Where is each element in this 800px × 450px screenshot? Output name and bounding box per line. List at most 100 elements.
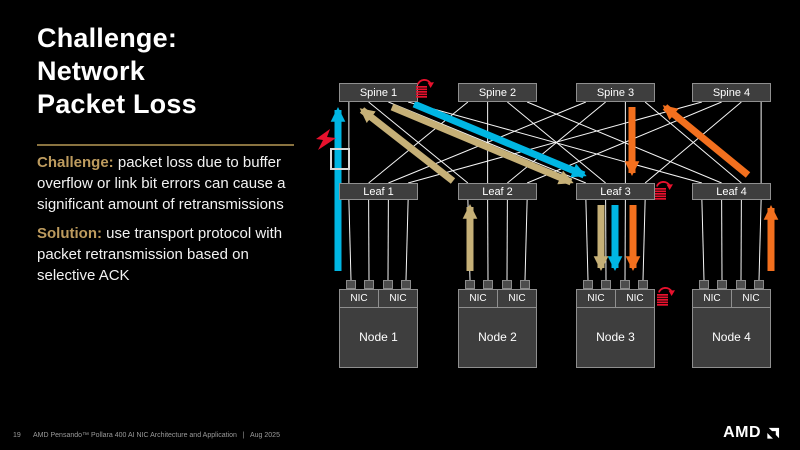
nic-port-tabs xyxy=(339,280,418,289)
leaf-nic-link xyxy=(701,199,705,281)
nic-port-tabs xyxy=(458,280,537,289)
spine-leaf-link xyxy=(526,101,722,184)
nic-port-tab xyxy=(401,280,411,289)
nic-cell: NIC xyxy=(459,290,498,307)
nic-port-tab xyxy=(620,280,630,289)
nic-port-tab xyxy=(364,280,374,289)
leaf-label: Leaf 1 xyxy=(363,185,394,198)
nic-port-tabs xyxy=(692,280,771,289)
nic-port-tab xyxy=(520,280,530,289)
challenge-paragraph: Challenge: packet loss due to buffer ove… xyxy=(37,152,309,215)
tan-flow-arrow xyxy=(359,107,456,184)
spine-label: Spine 2 xyxy=(478,86,517,99)
nic-cell: NIC xyxy=(577,290,616,307)
nic-cell: NIC xyxy=(693,290,732,307)
nic-cell: NIC xyxy=(389,293,407,304)
packet-retransmit-icon xyxy=(655,181,673,200)
spine-leaf-link xyxy=(368,101,469,184)
node-body: NIC NIC Node 4 xyxy=(692,289,771,368)
node-2-box: NIC NIC Node 2 xyxy=(458,280,537,368)
spine-leaf-link xyxy=(407,101,703,184)
nic-port-tab xyxy=(754,280,764,289)
page-title: Challenge: Network Packet Loss xyxy=(37,22,197,121)
solution-text: use transport protocol with packet retra… xyxy=(37,225,283,284)
title-line: Network xyxy=(37,56,145,86)
spine-leaf-link xyxy=(388,101,587,184)
title-line: Packet Loss xyxy=(37,89,197,119)
nic-port-tab xyxy=(699,280,709,289)
node-label: Node 3 xyxy=(596,330,635,344)
nic-cell: NIC xyxy=(742,293,760,304)
title-separator xyxy=(37,144,294,146)
leaf-nic-link xyxy=(348,199,352,281)
node-label: Node 2 xyxy=(478,330,517,344)
node-label: Node 1 xyxy=(359,330,398,344)
leaf-nic-link xyxy=(642,199,646,281)
spine-leaf-link xyxy=(507,101,606,184)
leaf-nic-link xyxy=(524,199,528,281)
challenge-label: Challenge: xyxy=(37,154,114,171)
spine-leaf-link xyxy=(388,101,587,184)
spine-label: Spine 3 xyxy=(596,86,635,99)
leaf-2-box: Leaf 2 xyxy=(458,183,537,200)
spine-leaf-link xyxy=(526,101,722,184)
spine-label: Spine 4 xyxy=(712,86,751,99)
nic-cell: NIC xyxy=(626,293,644,304)
node-1-box: NIC NIC Node 1 xyxy=(339,280,418,368)
leaf-nic-link xyxy=(758,199,762,281)
spine-2-box: Spine 2 xyxy=(458,83,537,102)
leaf-nic-link xyxy=(467,199,471,281)
leaf-4-box: Leaf 4 xyxy=(692,183,771,200)
nic-port-tab xyxy=(502,280,512,289)
nic-port-tab xyxy=(736,280,746,289)
nic-port-tab xyxy=(383,280,393,289)
packet-retransmit-icon xyxy=(657,287,675,306)
nic-port-tab xyxy=(483,280,493,289)
tan-flow-arrow xyxy=(390,103,574,186)
nic-port-tabs xyxy=(576,280,655,289)
amd-logo: AMD xyxy=(723,425,780,441)
amd-logo-text: AMD xyxy=(723,424,761,441)
nic-cell: NIC xyxy=(508,293,526,304)
nic-port-tab xyxy=(346,280,356,289)
node-body: NIC NIC Node 3 xyxy=(576,289,655,368)
leaf-1-box: Leaf 1 xyxy=(339,183,418,200)
solution-paragraph: Solution: use transport protocol with pa… xyxy=(37,223,309,286)
spine-leaf-link xyxy=(507,101,606,184)
spine-label: Spine 1 xyxy=(359,86,398,99)
amd-arrow-logo-icon xyxy=(767,427,780,439)
nic-port-tab xyxy=(638,280,648,289)
title-line: Challenge: xyxy=(37,23,178,53)
spine-3-box: Spine 3 xyxy=(576,83,655,102)
spine-leaf-link xyxy=(407,101,703,184)
leaf-label: Leaf 2 xyxy=(482,185,513,198)
packet-retransmit-icon xyxy=(416,79,434,98)
nic-port-tab xyxy=(717,280,727,289)
leaf-nic-link xyxy=(405,199,409,281)
cyan-flow-arrow xyxy=(412,100,587,179)
leaf-3-box: Leaf 3 xyxy=(576,183,655,200)
spine-leaf-link xyxy=(644,101,742,184)
spine-1-box: Spine 1 xyxy=(339,83,418,102)
node-body: NIC NIC Node 2 xyxy=(458,289,537,368)
node-body: NIC NIC Node 1 xyxy=(339,289,418,368)
nic-cell: NIC xyxy=(340,290,379,307)
footer-page-number: 19 xyxy=(13,432,21,439)
orange-flow-arrow xyxy=(662,104,751,178)
leaf-label: Leaf 3 xyxy=(600,185,631,198)
footer-text: AMD Pensando™ Pollara 400 AI NIC Archite… xyxy=(33,432,280,439)
spine-4-box: Spine 4 xyxy=(692,83,771,102)
node-4-box: NIC NIC Node 4 xyxy=(692,280,771,368)
node-3-box: NIC NIC Node 3 xyxy=(576,280,655,368)
leaf-nic-link xyxy=(585,199,589,281)
solution-label: Solution: xyxy=(37,225,102,242)
spine-leaf-link xyxy=(644,101,742,184)
challenge-text: packet loss due to buffer overflow or li… xyxy=(37,154,286,213)
nic-port-tab xyxy=(465,280,475,289)
nic-port-tab xyxy=(583,280,593,289)
packet-outline-icon xyxy=(330,148,350,170)
nic-port-tab xyxy=(601,280,611,289)
node-label: Node 4 xyxy=(712,330,751,344)
leaf-label: Leaf 4 xyxy=(716,185,747,198)
spine-leaf-link xyxy=(368,101,469,184)
